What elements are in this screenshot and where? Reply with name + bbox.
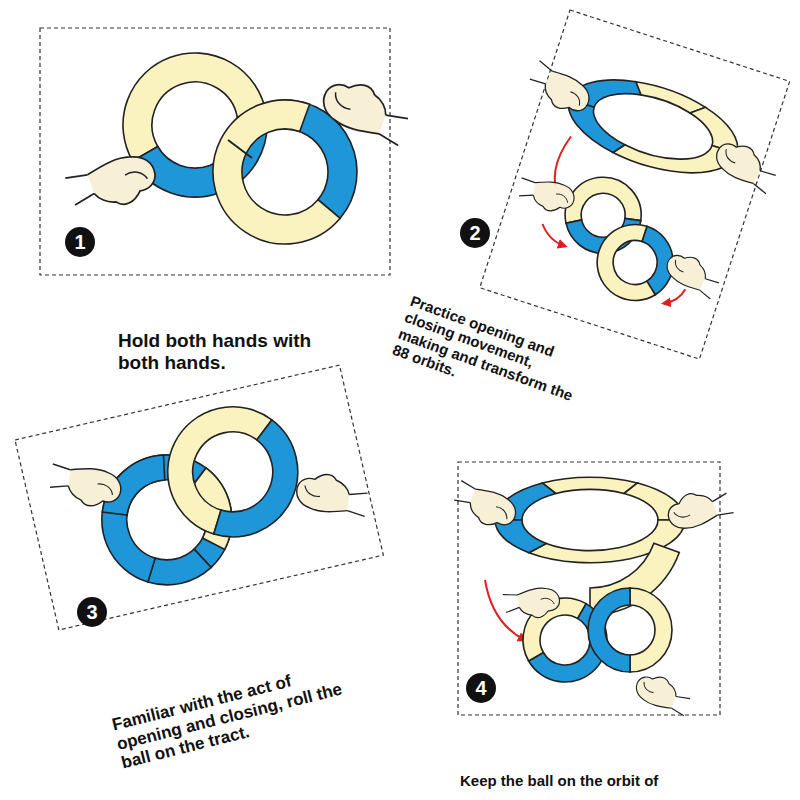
finger-line [304,485,321,496]
ring-segment [543,477,638,493]
panel-1-figure [65,53,413,244]
ring [557,62,749,192]
wrist-line [65,171,95,205]
ring-segment [143,546,213,590]
joint-line [228,140,252,158]
hand [663,487,718,534]
finger-line [555,194,569,203]
ring [213,100,357,244]
finger-line [674,507,690,520]
instruction-caption: Hold both hands with both hands. [118,330,353,374]
hand [524,61,595,120]
panel-2-figure [472,47,792,332]
finger-line [332,92,355,110]
hand [317,73,414,145]
ring-segment [587,215,674,308]
finger-line [672,260,687,272]
hand [662,248,724,299]
hand [295,471,370,516]
panel-3-figure [37,379,383,608]
wrist-line [711,493,733,518]
finger-line [125,168,148,186]
wrist-line [752,168,776,194]
wrist-line [698,276,719,299]
hand [295,471,352,514]
wrist-line [378,111,408,145]
wrist-line [519,178,535,198]
wrist-line [347,491,368,516]
hand [503,585,562,623]
instruction-caption: Familiar with the act of opening and clo… [110,659,352,773]
panel-frame [480,10,790,359]
finger-line [567,91,584,105]
panel-frame [15,365,383,630]
hand [662,248,712,293]
callout-number: 2 [460,218,490,248]
hand [711,135,768,186]
wrist-line [454,481,476,506]
callout-number: 4 [466,673,496,703]
instruction-caption: Practice opening and closing movement, m… [390,292,592,422]
instruction-caption: Keep the ball on the orbit of [460,772,760,789]
hand [48,464,123,509]
hand [450,480,520,532]
hand [632,670,680,711]
finger-line [722,149,739,163]
hand [86,149,162,214]
callout-text: 4 [475,678,486,698]
panel-frame [458,462,720,715]
panel-frame [40,28,390,275]
hand [317,73,393,138]
wrist-line [503,592,520,612]
motion-arrow [538,224,569,246]
ring [155,394,311,550]
callout-number: 3 [77,597,107,627]
hand [66,466,123,509]
callout-text: 2 [469,223,480,243]
hand [663,482,733,534]
hand [711,135,782,194]
ring-segment [192,417,311,543]
wrist-line [50,464,71,489]
motion-arrow [664,284,685,308]
panel-4-figure [450,477,733,716]
hand [632,670,693,716]
ring [588,588,672,672]
callout-text: 1 [74,232,85,252]
finger-line [493,506,509,519]
hand [465,486,520,533]
callout-text: 3 [86,602,97,622]
callout-number: 1 [65,227,95,257]
finger-line [642,682,656,693]
hand [531,180,575,214]
finger-line [96,484,113,495]
wrist-line [671,694,690,716]
finger-line [541,597,555,606]
hand [518,178,576,214]
ring-segment [630,588,672,672]
wrist-line [530,61,554,87]
ring-segment [588,588,630,672]
motion-arrow [485,580,525,640]
hand [538,68,595,119]
hand [65,149,162,221]
hand [517,585,562,621]
ring-segment [213,100,340,244]
